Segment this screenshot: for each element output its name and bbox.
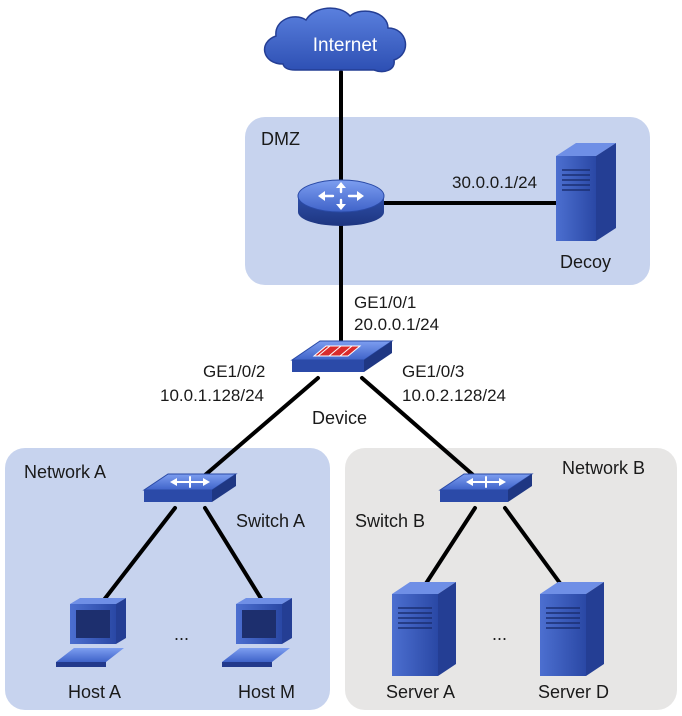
- link-device-switch-a: [188, 376, 320, 490]
- network-b-label: Network B: [562, 458, 645, 478]
- ge2-ip-label: 10.0.1.128/24: [160, 386, 264, 405]
- switch-a-label: Switch A: [236, 511, 305, 531]
- server-d-icon: [540, 582, 604, 676]
- links: [98, 70, 567, 607]
- network-a-label: Network A: [24, 462, 106, 482]
- switch-a-icon: [142, 473, 238, 502]
- decoy-server-icon: [556, 143, 616, 241]
- ge1-ip-label: 20.0.0.1/24: [354, 315, 439, 334]
- link-switch-b-server-d: [503, 506, 567, 592]
- host-m-label: Host M: [238, 682, 295, 702]
- ge3-port-label: GE1/0/3: [402, 362, 464, 381]
- servers-ellipsis: ...: [492, 624, 507, 644]
- link-switch-b-server-a: [423, 506, 477, 587]
- link-switch-a-host-m: [203, 506, 267, 607]
- ge3-ip-label: 10.0.2.128/24: [402, 386, 506, 405]
- dmz-label: DMZ: [261, 129, 300, 149]
- server-a-icon: [392, 582, 456, 676]
- firewall-device-icon: [290, 340, 394, 372]
- decoy-label: Decoy: [560, 252, 611, 272]
- router-icon: [297, 179, 385, 226]
- network-a-zone: [5, 448, 330, 710]
- ge2-port-label: GE1/0/2: [203, 362, 265, 381]
- decoy-ip-label: 30.0.0.1/24: [452, 173, 537, 192]
- internet-label: Internet: [313, 35, 378, 56]
- ge1-port-label: GE1/0/1: [354, 293, 416, 312]
- link-device-switch-b: [360, 376, 490, 490]
- server-a-label: Server A: [386, 682, 455, 702]
- hosts-ellipsis: ...: [174, 624, 189, 644]
- host-a-computer-icon: [56, 598, 126, 667]
- internet-cloud-icon: [264, 7, 407, 73]
- link-switch-a-host-a: [98, 506, 177, 607]
- switch-b-icon: [438, 473, 534, 502]
- device-label: Device: [312, 408, 367, 428]
- switch-b-label: Switch B: [355, 511, 425, 531]
- host-a-label: Host A: [68, 682, 121, 702]
- host-m-computer-icon: [222, 598, 292, 667]
- server-d-label: Server D: [538, 682, 609, 702]
